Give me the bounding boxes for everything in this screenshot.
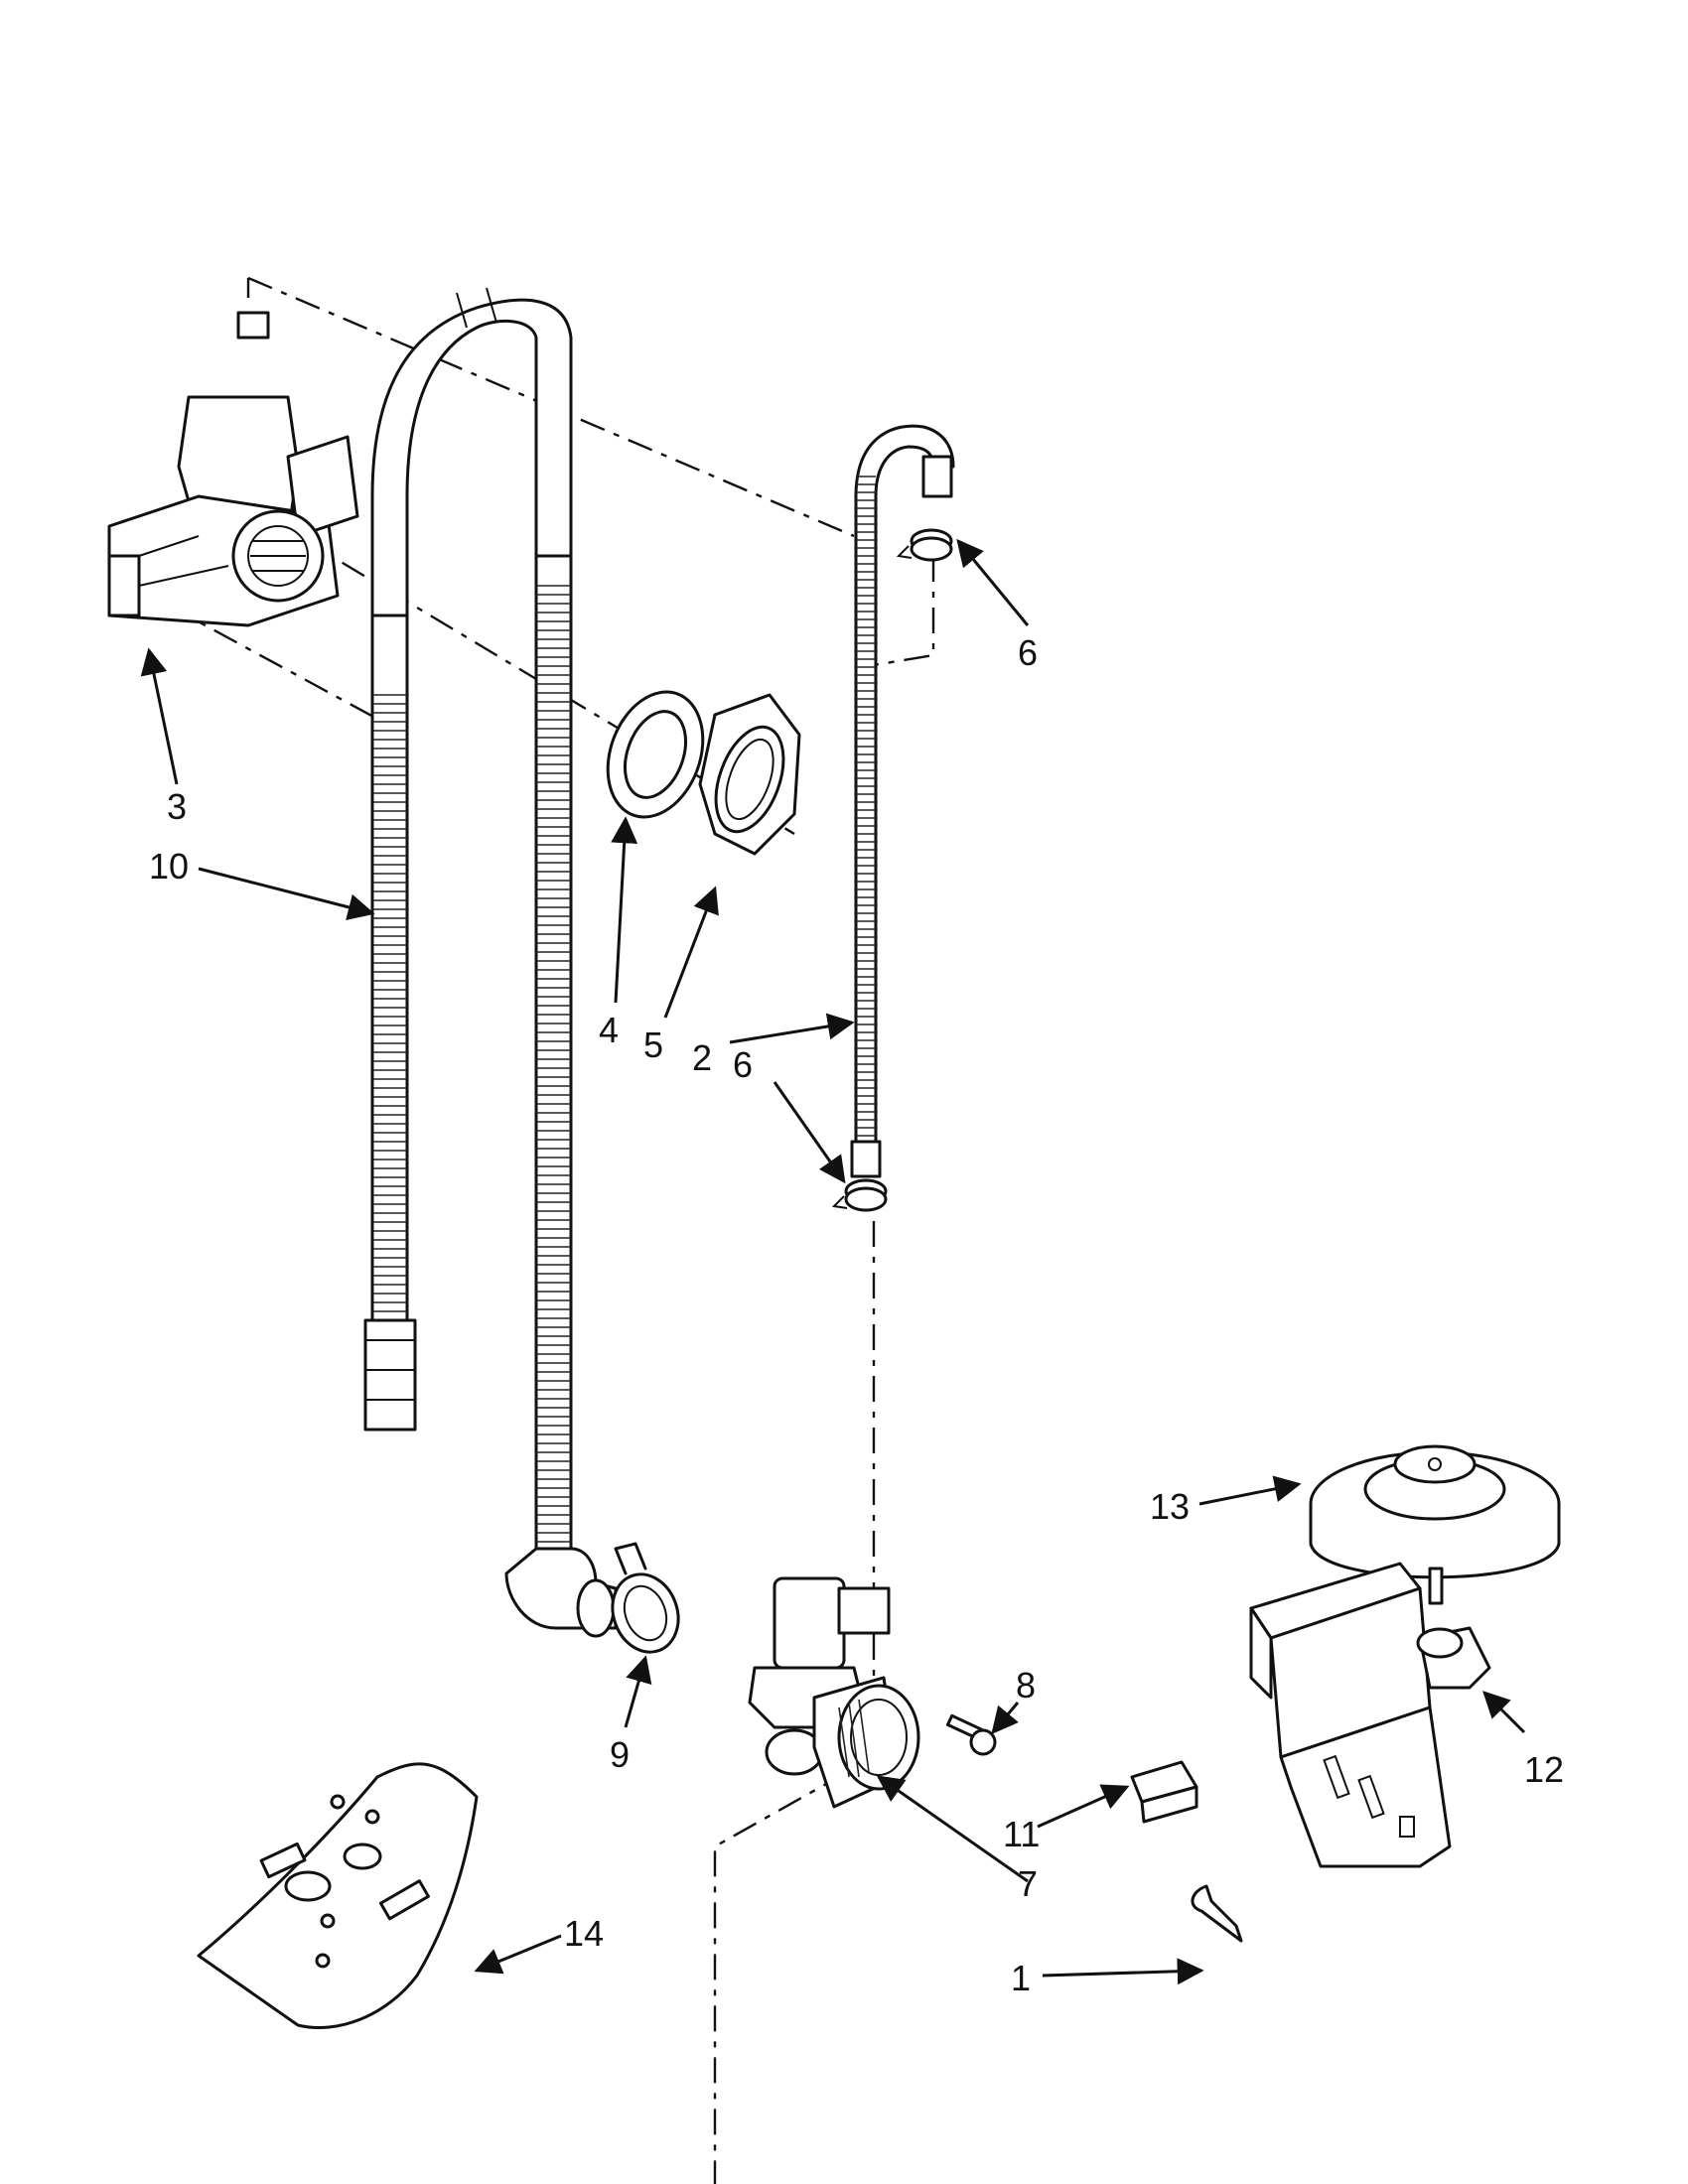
part-12-float-switch-bracket bbox=[1249, 1562, 1491, 1868]
part-10-drain-hose bbox=[363, 287, 618, 1638]
part-5-nut bbox=[698, 693, 801, 856]
part-8-screw bbox=[945, 1713, 997, 1756]
part-6-clamp-upper bbox=[896, 528, 953, 562]
callout-6-lower: 6 bbox=[733, 1044, 753, 1085]
callout-labels: 3 10 4 5 2 6 6 9 14 8 11 7 1 13 12 bbox=[149, 632, 1564, 1998]
callout-11: 11 bbox=[1003, 1814, 1040, 1854]
callout-13: 13 bbox=[1150, 1486, 1190, 1527]
callout-9: 9 bbox=[610, 1734, 630, 1775]
part-4-washer bbox=[606, 690, 705, 819]
callout-3: 3 bbox=[167, 786, 187, 827]
callout-7: 7 bbox=[1018, 1863, 1038, 1904]
callout-1: 1 bbox=[1011, 1958, 1031, 1998]
part-6-clamp-lower bbox=[831, 1178, 888, 1212]
part-14-hardware-kit bbox=[197, 1762, 479, 2030]
callout-5: 5 bbox=[643, 1024, 663, 1065]
leader-lines bbox=[140, 538, 1526, 1985]
callout-14: 14 bbox=[564, 1913, 604, 1954]
part-2-fill-hose bbox=[850, 424, 955, 1178]
callout-4: 4 bbox=[599, 1010, 619, 1050]
part-3-air-gap-bracket bbox=[107, 311, 359, 627]
part-1-clip bbox=[1191, 1884, 1243, 1943]
part-11-micro-switch bbox=[1130, 1760, 1198, 1824]
part-13-float bbox=[1309, 1444, 1561, 1605]
part-7-inlet-valve bbox=[748, 1576, 920, 1809]
callout-12: 12 bbox=[1524, 1749, 1564, 1790]
callout-2: 2 bbox=[692, 1037, 712, 1078]
callout-6-upper: 6 bbox=[1018, 632, 1038, 673]
callout-8: 8 bbox=[1016, 1665, 1036, 1706]
callout-10: 10 bbox=[149, 846, 189, 887]
part-9-spring-clamp bbox=[611, 1542, 680, 1654]
